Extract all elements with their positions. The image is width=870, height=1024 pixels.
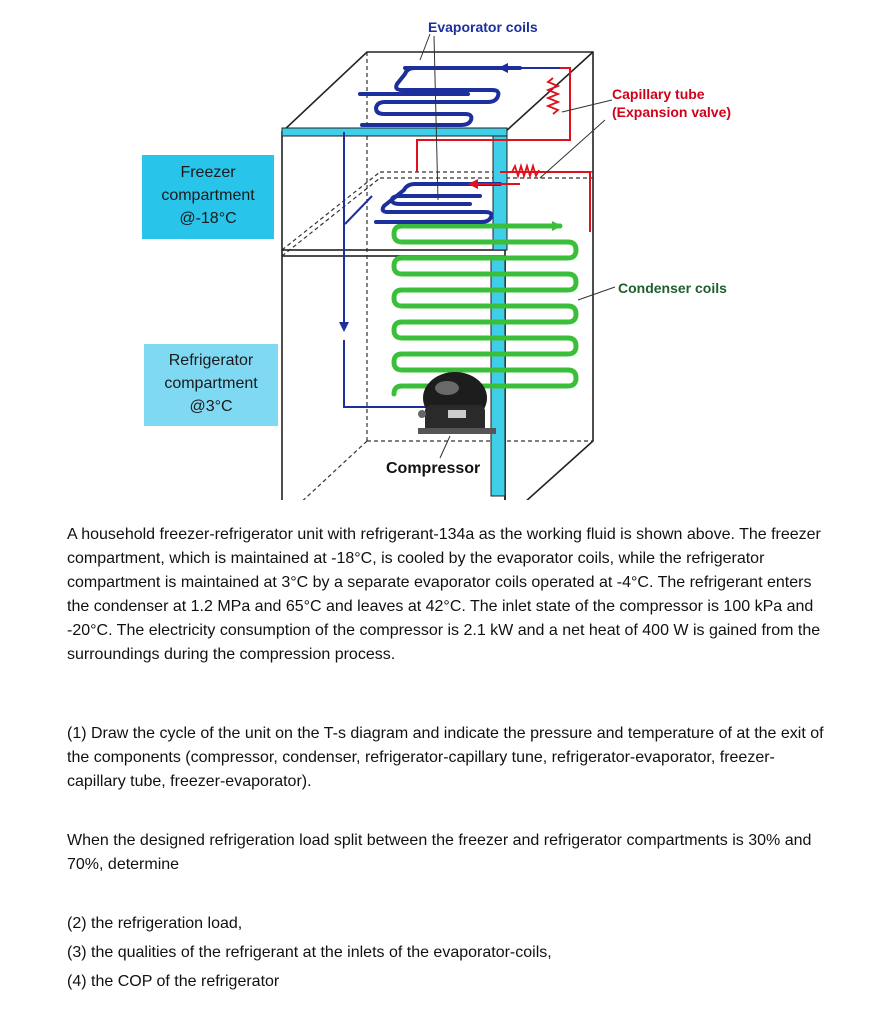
load-split-statement: When the designed refrigeration load spl…	[67, 832, 812, 873]
evaporator-coils-label: Evaporator coils	[428, 19, 538, 35]
question-4: (4) the COP of the refrigerator	[67, 973, 280, 990]
fridge-label-line2: compartment	[164, 375, 258, 392]
freezer-door	[281, 127, 508, 497]
freezer-evaporator-coils	[374, 182, 502, 224]
capillary-tube-label-line2: (Expansion valve)	[612, 104, 732, 120]
freezer-label-line1: Freezer	[180, 164, 236, 181]
question-2: (2) the refrigeration load,	[67, 915, 243, 932]
top-evaporator-coils	[358, 66, 522, 127]
condenser-coils-label: Condenser coils	[618, 280, 727, 296]
freezer-compartment-label: Freezer compartment @-18°C	[142, 155, 274, 239]
capillary-tube-label-line1: Capillary tube	[612, 86, 705, 102]
question-3: (3) the qualities of the refrigerant at …	[67, 944, 552, 961]
problem-intro: A household freezer-refrigerator unit wi…	[67, 526, 821, 663]
compressor-unit	[418, 372, 496, 434]
callout-leaders	[419, 33, 616, 459]
freezer-label-line2: compartment	[161, 187, 255, 204]
condenser-coils	[391, 221, 579, 397]
freezer-label-line3: @-18°C	[179, 210, 237, 227]
refrigerator-diagram	[281, 33, 616, 500]
question-list: (2) the refrigeration load, (3) the qual…	[67, 909, 827, 996]
refrigerator-compartment-label: Refrigerator compartment @3°C	[144, 344, 278, 426]
capillary-tubes	[416, 67, 591, 232]
fridge-label-line3: @3°C	[189, 398, 233, 415]
compressor-label: Compressor	[386, 460, 481, 477]
suction-line	[339, 132, 432, 408]
question-1: (1) Draw the cycle of the unit on the T-…	[67, 725, 824, 790]
capillary-tube-label: Capillary tube (Expansion valve)	[612, 85, 731, 121]
fridge-label-line1: Refrigerator	[168, 352, 254, 369]
